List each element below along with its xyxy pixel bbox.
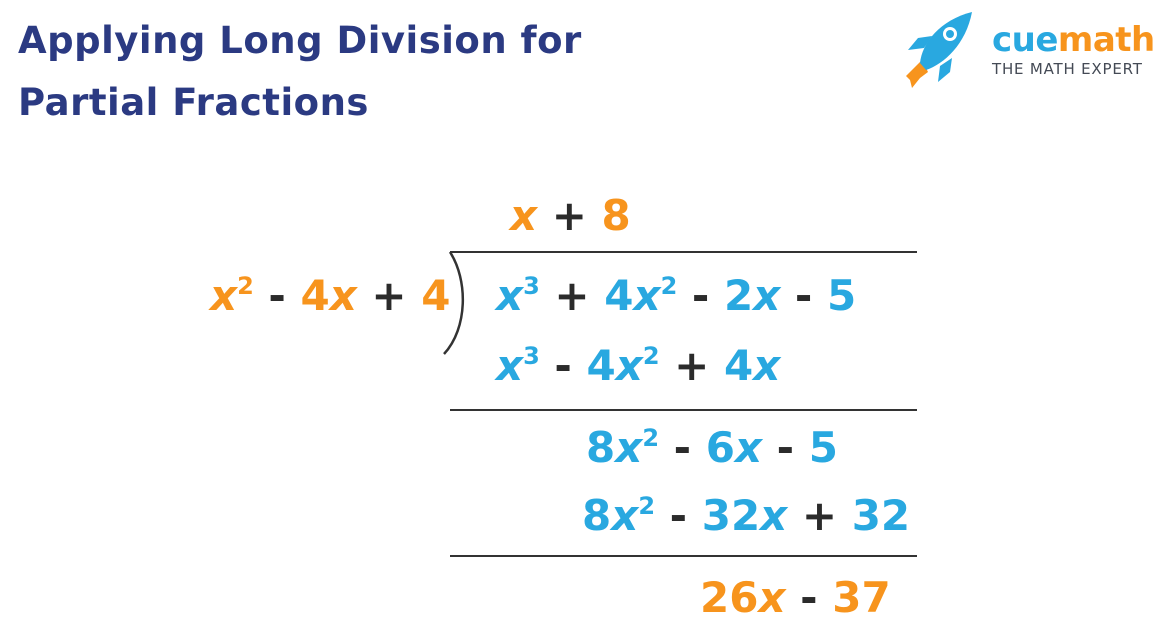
logo-word-math: math <box>1057 20 1155 60</box>
quotient-term-2: 8 <box>601 191 631 240</box>
dividend-exponent-1: 3 <box>523 272 540 300</box>
dividend-op-3: - <box>780 271 827 320</box>
divisor-op-1: - <box>253 271 301 320</box>
sub1-term-1: x <box>496 341 524 390</box>
subtraction-line-2 <box>450 555 917 557</box>
logo-tagline: THE MATH EXPERT <box>992 60 1143 78</box>
dividend: x3 + 4x2 - 2x - 5 <box>496 270 856 322</box>
division-top-line <box>450 251 917 253</box>
division-bracket <box>443 251 465 355</box>
sub1-var-3: x <box>753 341 781 390</box>
title-line-2: Partial Fractions <box>18 81 369 124</box>
divisor-op-2: + <box>356 271 422 320</box>
dividend-coef-2: 4 <box>604 271 634 320</box>
sub1-exponent-1: 3 <box>523 342 540 370</box>
quotient: x + 8 <box>510 190 631 242</box>
title-line-1: Applying Long Division for <box>18 19 582 62</box>
sub2-var-2: x <box>760 491 788 540</box>
sub1-coef-2: 4 <box>586 341 616 390</box>
page-title: Applying Long Division for Partial Fract… <box>18 10 582 134</box>
rem1-term-3: 5 <box>808 423 838 472</box>
sub1-op-2: + <box>659 341 724 390</box>
sub2-exponent-1: 2 <box>638 492 656 520</box>
final-var-1: x <box>758 573 786 622</box>
dividend-exponent-2: 2 <box>660 272 678 300</box>
sub1-coef-3: 4 <box>723 341 754 390</box>
sub1-op-1: - <box>539 341 587 390</box>
sub2-var-1: x <box>611 491 639 540</box>
cuemath-logo: cuemath THE MATH EXPERT <box>900 8 1155 88</box>
dividend-term-4: 5 <box>826 271 857 320</box>
divisor-coef-2: 4 <box>300 271 330 320</box>
quotient-op-1: + <box>537 191 602 240</box>
rem1-var-2: x <box>734 423 763 472</box>
dividend-coef-3: 2 <box>723 271 754 320</box>
subtraction-row-2: 8x2 - 32x + 32 <box>582 490 910 542</box>
dividend-var-2: x <box>633 271 661 320</box>
rem1-op-2: - <box>762 423 809 472</box>
rem1-exponent-1: 2 <box>642 424 660 452</box>
rem1-var-1: x <box>615 423 643 472</box>
sub2-op-2: + <box>787 491 852 540</box>
divisor: x2 - 4x + 4 <box>210 270 450 322</box>
final-op-1: - <box>785 573 833 622</box>
rem1-op-1: - <box>659 423 706 472</box>
sub2-op-1: - <box>655 491 702 540</box>
final-remainder: 26x - 37 <box>700 572 891 624</box>
subtraction-line-1 <box>450 409 917 411</box>
final-coef-1: 26 <box>700 573 759 622</box>
dividend-op-2: - <box>677 271 724 320</box>
sub2-coef-1: 8 <box>582 491 612 540</box>
dividend-term-1: x <box>496 271 524 320</box>
final-term-2: 37 <box>832 573 891 622</box>
rocket-icon <box>906 12 972 88</box>
subtraction-row-1: x3 - 4x2 + 4x <box>496 340 780 392</box>
quotient-term-1: x <box>510 191 538 240</box>
divisor-term-3: 4 <box>421 271 451 320</box>
sub1-exponent-2: 2 <box>642 342 660 370</box>
logo-word-cue: cue <box>992 20 1058 60</box>
remainder-row-1: 8x2 - 6x - 5 <box>586 422 838 474</box>
sub2-term-3: 32 <box>851 491 911 540</box>
sub1-var-2: x <box>615 341 643 390</box>
divisor-var-2: x <box>329 271 357 320</box>
rem1-coef-1: 8 <box>586 423 616 472</box>
divisor-term-1: x <box>210 271 238 320</box>
rem1-coef-2: 6 <box>705 423 735 472</box>
dividend-var-3: x <box>753 271 781 320</box>
sub2-coef-2: 32 <box>701 491 761 540</box>
dividend-op-1: + <box>539 271 605 320</box>
logo-wordmark: cuemath <box>992 20 1155 60</box>
divisor-exponent-1: 2 <box>237 272 254 300</box>
